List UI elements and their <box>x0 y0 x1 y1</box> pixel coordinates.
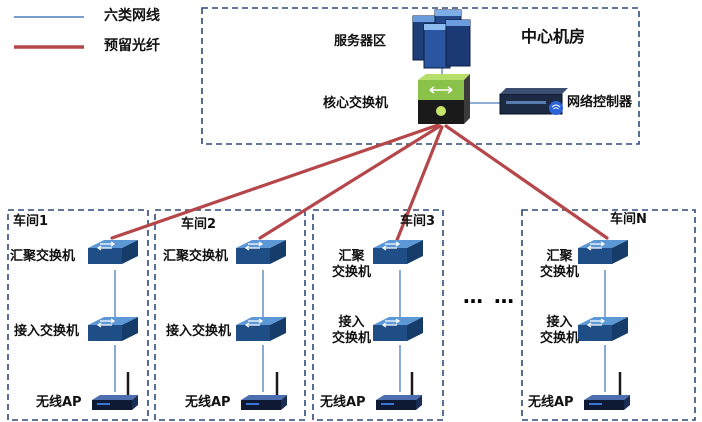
aggregation-switch-icon-2 <box>236 240 286 264</box>
access-switch-icon-1 <box>88 317 138 341</box>
network-controller-label: 网络控制器 <box>567 95 633 110</box>
workshop-box-1 <box>7 209 149 421</box>
wireless-ap-label-3: 无线AP <box>320 395 366 410</box>
server-area-label: 服务器区 <box>334 34 387 49</box>
access-switch-label-3: 接入 交换机 <box>332 315 372 346</box>
aggregation-switch-icon-1 <box>88 240 138 264</box>
access-switch-icon-3 <box>373 317 423 341</box>
aggregation-switch-label-2: 汇聚交换机 <box>163 249 229 264</box>
fiber-to-workshop-n <box>444 124 609 240</box>
fiber-to-workshop-2 <box>258 124 442 240</box>
aggregation-switch-label-3: 汇聚 交换机 <box>332 249 372 280</box>
server-cluster-icon <box>412 9 471 69</box>
aggregation-switch-icon-n <box>578 240 628 264</box>
fiber-to-workshop-3 <box>395 125 444 242</box>
access-switch-label-1: 接入交换机 <box>14 324 80 339</box>
workshop-box-2 <box>154 209 306 421</box>
aggregation-switch-label-n: 汇聚 交换机 <box>540 249 580 280</box>
workshop-name-2: 车间2 <box>181 217 217 232</box>
wireless-ap-icon-3 <box>376 372 422 410</box>
network-controller-icon <box>499 88 568 115</box>
fiber-to-workshop-1 <box>110 123 440 240</box>
access-switch-label-2: 接入交换机 <box>166 324 232 339</box>
wireless-ap-icon-n <box>584 372 630 410</box>
wireless-ap-label-n: 无线AP <box>528 395 574 410</box>
wireless-ap-label-1: 无线AP <box>36 395 82 410</box>
wireless-ap-icon-1 <box>92 372 138 410</box>
fiber-links <box>110 123 609 242</box>
core-switch-label: 核心交换机 <box>323 96 389 111</box>
access-switch-icon-2 <box>236 317 286 341</box>
access-switch-label-n: 接入 交换机 <box>540 315 580 346</box>
access-switch-icon-n <box>578 317 628 341</box>
workshop-name-1: 车间1 <box>13 214 49 229</box>
legend-fiber-label: 预留光纤 <box>104 38 160 54</box>
wireless-ap-icon-2 <box>241 372 287 410</box>
workshop-name-3: 车间3 <box>400 214 436 229</box>
aggregation-switch-icon-3 <box>373 240 423 264</box>
aggregation-switch-label-1: 汇聚交换机 <box>10 249 76 264</box>
center-room-box <box>201 7 640 145</box>
legend-cat6-label: 六类网线 <box>104 8 160 24</box>
workshop-box-n <box>521 209 696 421</box>
workshop-name-n: 车间N <box>610 212 647 227</box>
center-room-title: 中心机房 <box>521 27 586 46</box>
core-switch-icon <box>418 74 470 124</box>
workshop-box-3 <box>312 209 444 421</box>
wireless-ap-label-2: 无线AP <box>185 395 231 410</box>
more-workshops-ellipsis: … … <box>463 284 516 308</box>
cat6-links <box>114 60 606 392</box>
